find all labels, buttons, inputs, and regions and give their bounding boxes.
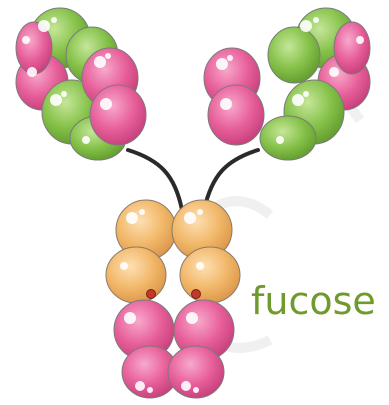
fucose-label: fucose — [251, 282, 376, 320]
fucose-marker — [147, 290, 156, 299]
left-fab-arm — [16, 8, 146, 160]
fucose-marker — [192, 290, 201, 299]
right-fab-arm — [204, 8, 370, 160]
light-chain-domain — [260, 116, 316, 160]
heavy-chain-domain — [208, 85, 264, 145]
heavy-chain-domain — [334, 22, 370, 74]
heavy-chain-domain — [90, 85, 146, 145]
light-chain-domain — [268, 27, 320, 83]
fc-upper-domains — [106, 200, 240, 303]
